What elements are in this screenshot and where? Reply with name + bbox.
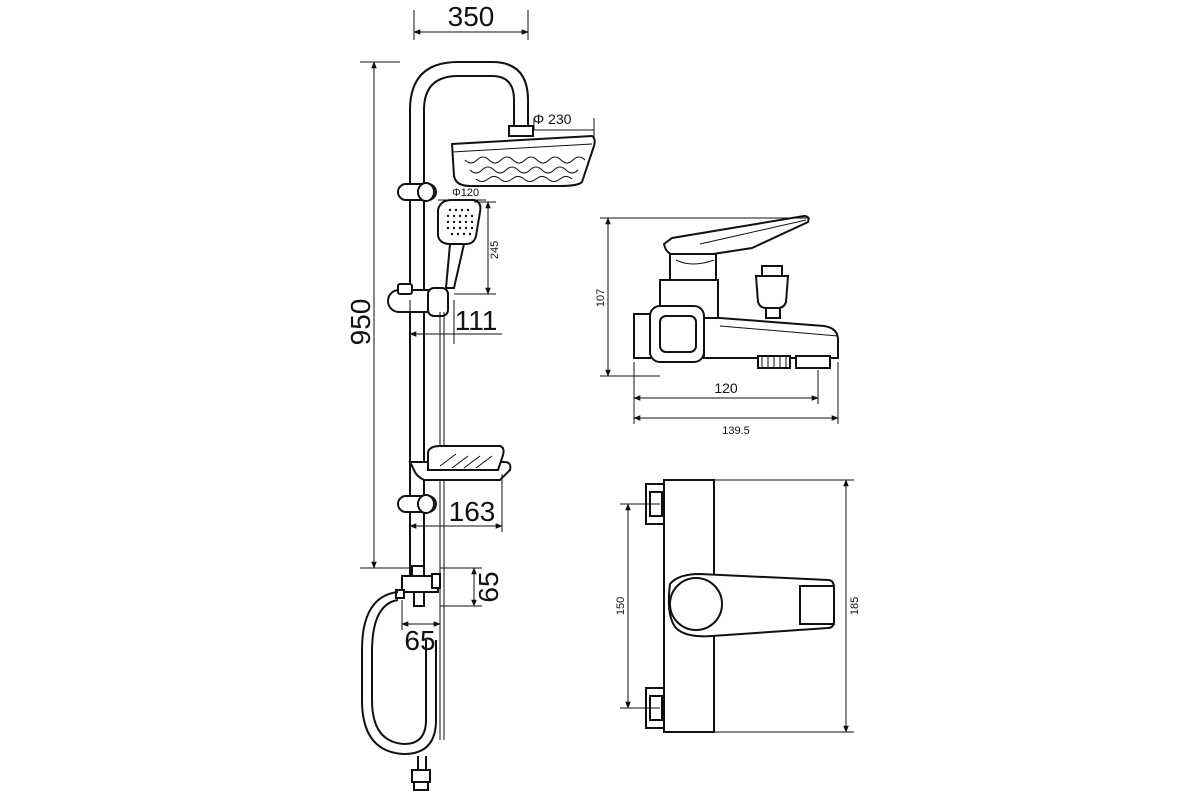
- hand-shower: [437, 199, 482, 289]
- shower-dimensions: 350 950 Φ 230 Φ120 245 111 163 65: [345, 1, 595, 656]
- mixer-top-view: [645, 479, 835, 733]
- dim-hand-length: 245: [489, 241, 501, 259]
- mixer-side-dimensions: 107 120 139.5: [595, 217, 839, 437]
- rain-shower-head: [450, 134, 596, 187]
- dim-diverter-width: 65: [404, 625, 435, 656]
- dim-mixer-length-120: 120: [714, 380, 738, 396]
- lower-wall-bracket: [397, 494, 437, 514]
- dim-mixer-length-139: 139.5: [722, 425, 750, 437]
- mixer-side-view: [633, 214, 839, 369]
- upper-wall-bracket: [397, 182, 437, 202]
- dim-hand-diameter: Φ120: [452, 187, 479, 199]
- dim-shower-width: 350: [448, 1, 495, 32]
- diverter-valve: [395, 565, 441, 607]
- dim-shower-height: 950: [345, 299, 376, 346]
- dim-slider-offset: 111: [455, 305, 498, 336]
- shower-column-drawing: [361, 61, 596, 791]
- dim-mixer-top-150: 150: [615, 597, 627, 615]
- dim-soap-offset: 163: [449, 496, 496, 527]
- dim-mixer-height: 107: [595, 289, 607, 307]
- soap-dish: [408, 445, 512, 481]
- slider-bracket: [387, 283, 449, 317]
- dim-mixer-top-185: 185: [849, 597, 861, 615]
- dim-diverter-height: 65: [473, 571, 504, 602]
- mixer-top-dimensions: 150 185: [615, 479, 861, 733]
- dim-head-diameter: Φ 230: [533, 111, 572, 127]
